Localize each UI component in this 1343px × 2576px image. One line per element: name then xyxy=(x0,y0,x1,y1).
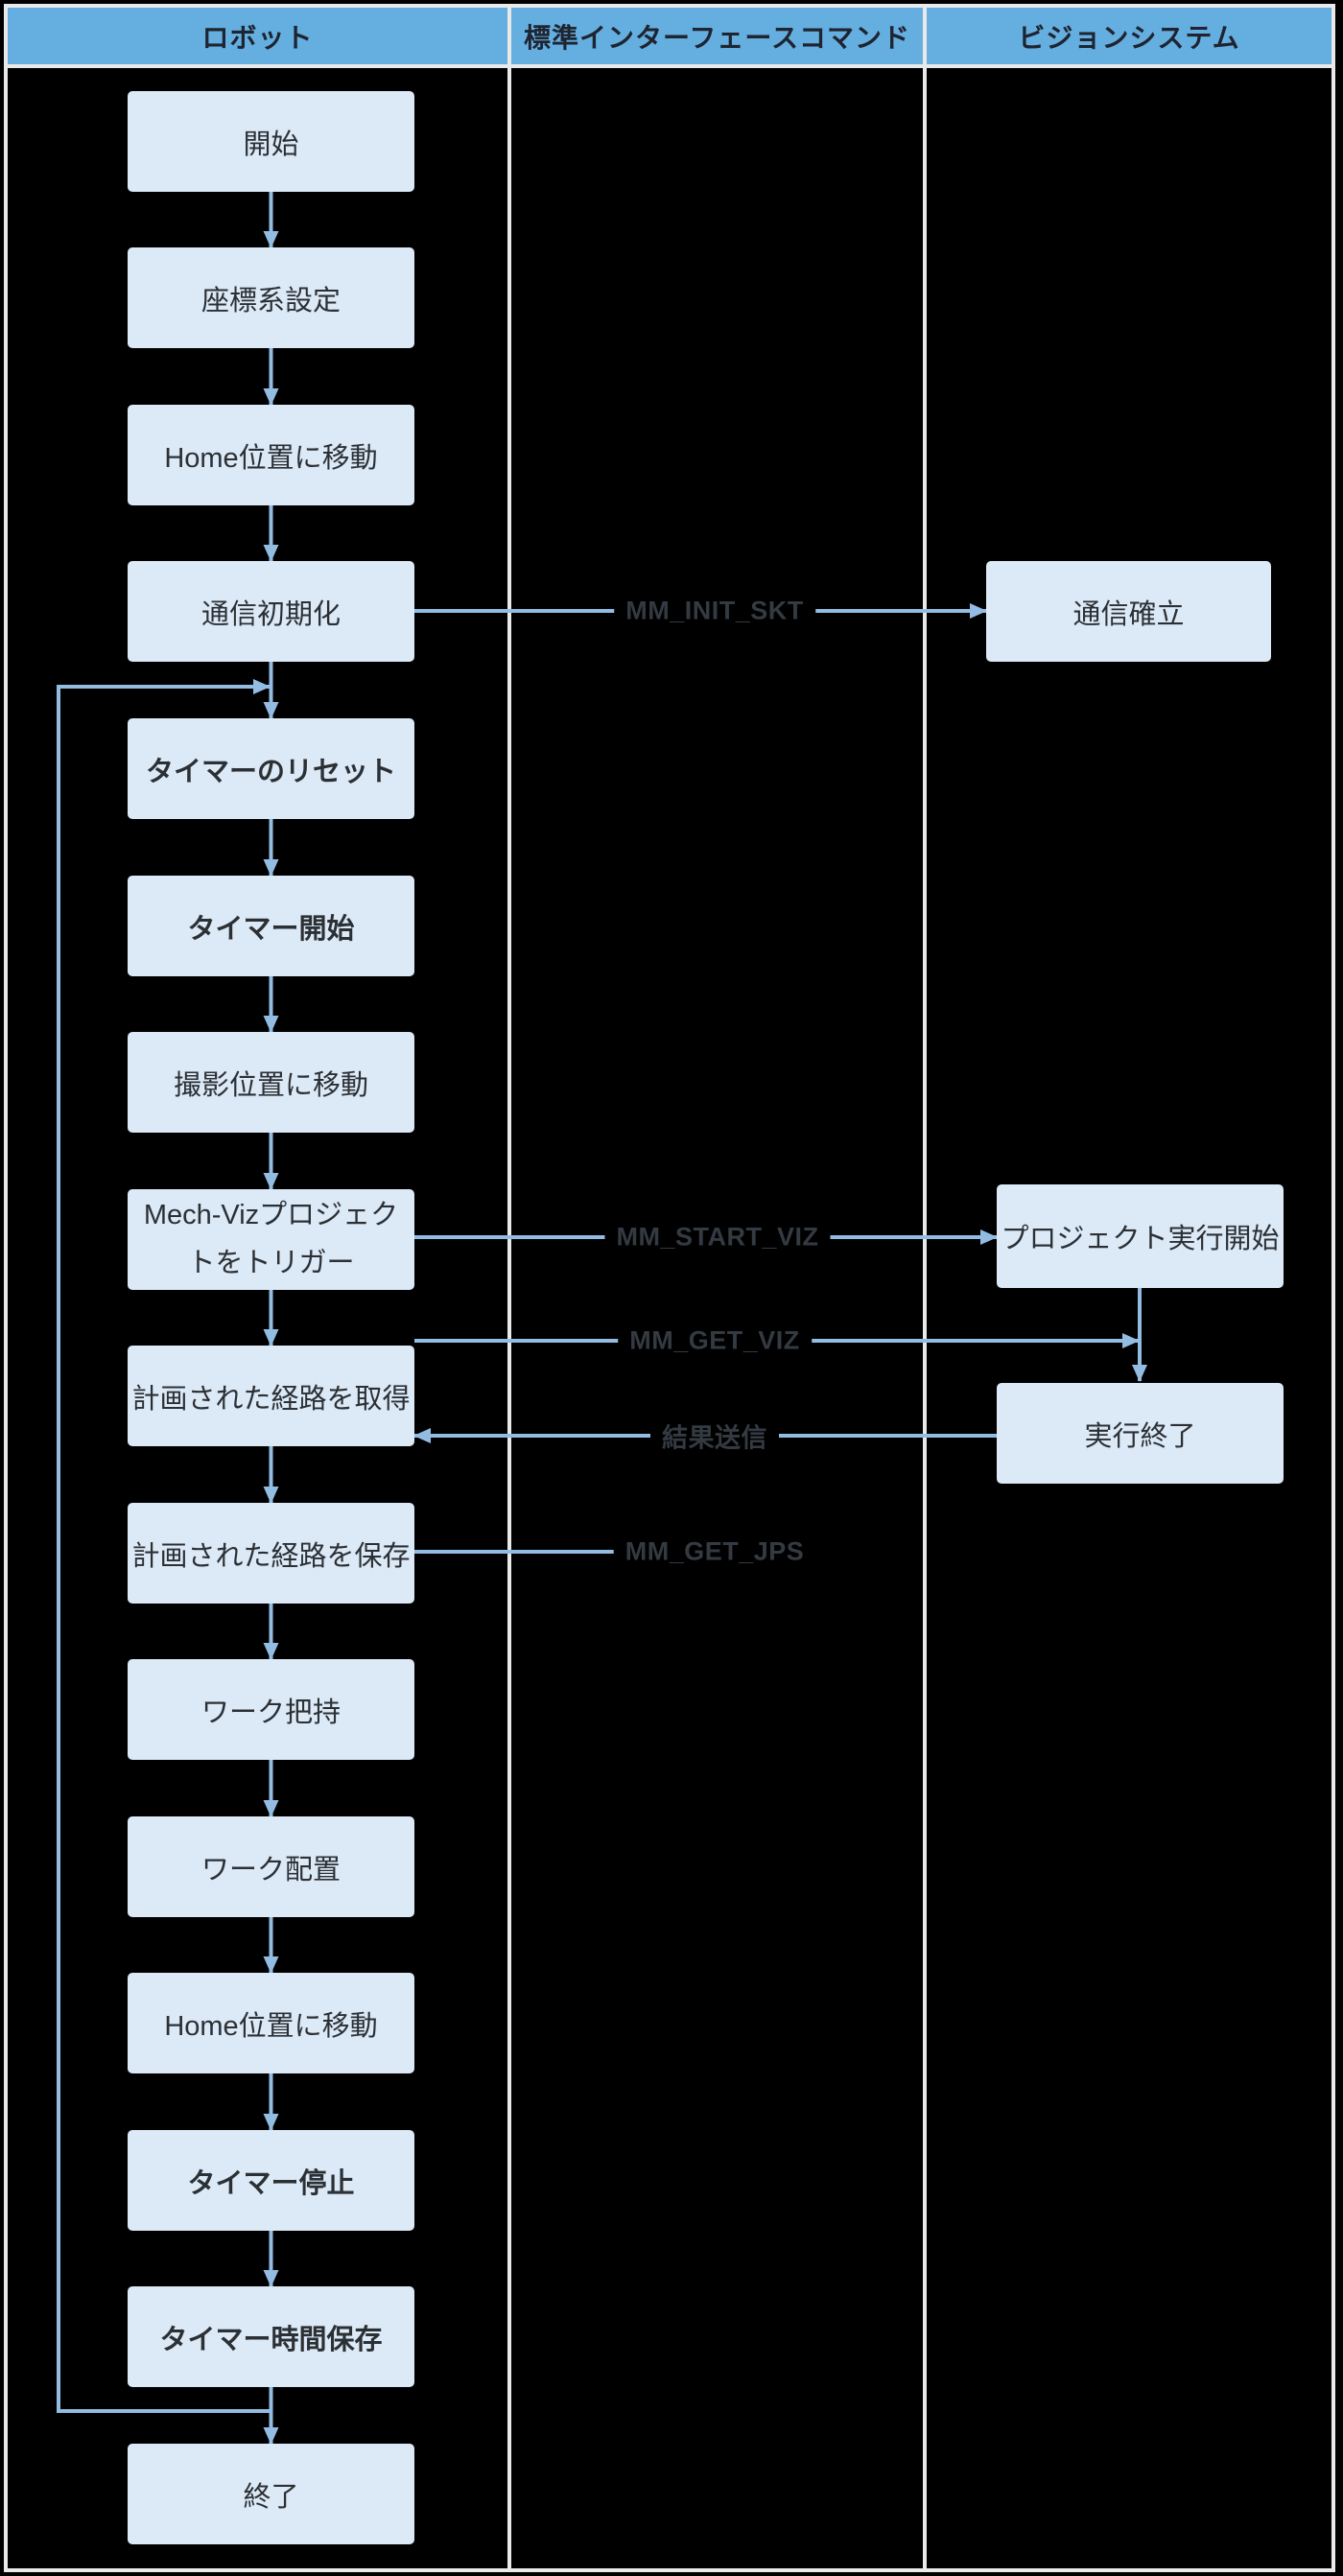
node-timer-reset: タイマーのリセット xyxy=(128,718,414,819)
lane-divider-1 xyxy=(507,8,511,2568)
message-label-mm-get-jps: MM_GET_JPS xyxy=(613,1534,816,1569)
node-comm-init: 通信初期化 xyxy=(128,561,414,662)
message-label-mm-get-viz: MM_GET_VIZ xyxy=(618,1323,812,1358)
node-project-end: 実行終了 xyxy=(997,1383,1284,1484)
header-divider xyxy=(8,64,1331,68)
node-label-end: 終了 xyxy=(243,2481,299,2513)
outer-border xyxy=(4,4,1335,2572)
node-label-start: 開始 xyxy=(243,129,299,160)
node-label-timer-reset: タイマーのリセット xyxy=(145,756,396,787)
node-label-home-1: Home位置に移動 xyxy=(164,442,378,474)
node-project-start: プロジェクト実行開始 xyxy=(997,1184,1284,1288)
node-label-comm-init: 通信初期化 xyxy=(200,598,341,630)
edge-loop-back xyxy=(57,679,271,2413)
node-move-capture: 撮影位置に移動 xyxy=(128,1032,414,1133)
node-label-place-work: ワーク配置 xyxy=(200,1854,341,1885)
node-home-1: Home位置に移動 xyxy=(128,405,414,505)
node-label-timer-start: タイマー開始 xyxy=(187,913,355,945)
node-timer-start: タイマー開始 xyxy=(128,876,414,976)
node-label-move-capture: 撮影位置に移動 xyxy=(173,1069,368,1101)
node-end: 終了 xyxy=(128,2444,414,2544)
node-place-work: ワーク配置 xyxy=(128,1816,414,1917)
node-set-coord: 座標系設定 xyxy=(128,247,414,348)
node-timer-save: タイマー時間保存 xyxy=(128,2286,414,2387)
node-label-timer-save: タイマー時間保存 xyxy=(159,2324,383,2355)
lane-header-commands: 標準インターフェースコマンド xyxy=(511,8,923,64)
node-get-path: 計画された経路を取得 xyxy=(128,1346,414,1446)
node-label-comm-established: 通信確立 xyxy=(1072,598,1185,630)
message-label-result-send: 結果送信 xyxy=(650,1415,779,1457)
node-label-set-coord: 座標系設定 xyxy=(200,285,341,316)
node-timer-stop: タイマー停止 xyxy=(128,2130,414,2231)
node-label-get-path: 計画された経路を取得 xyxy=(131,1383,411,1415)
node-label-grasp-work: ワーク把持 xyxy=(200,1697,341,1728)
node-grasp-work: ワーク把持 xyxy=(128,1659,414,1760)
node-label-project-start: プロジェクト実行開始 xyxy=(1001,1224,1280,1254)
node-label-project-end: 実行終了 xyxy=(1084,1420,1196,1452)
lane-header-robot: ロボット xyxy=(8,8,507,64)
node-comm-established: 通信確立 xyxy=(986,561,1271,662)
node-home-2: Home位置に移動 xyxy=(128,1973,414,2073)
node-label-trigger-viz: Mech-Vizプロジェクトをトリガー xyxy=(143,1199,399,1278)
node-save-path: 計画された経路を保存 xyxy=(128,1503,414,1604)
node-label-timer-stop: タイマー停止 xyxy=(187,2167,355,2199)
message-label-mm-start-viz: MM_START_VIZ xyxy=(604,1220,831,1254)
message-label-mm-init-skt: MM_INIT_SKT xyxy=(614,594,815,628)
node-start: 開始 xyxy=(128,91,414,192)
lane-divider-2 xyxy=(923,8,927,2568)
node-label-home-2: Home位置に移動 xyxy=(164,2010,378,2042)
node-label-save-path: 計画された経路を保存 xyxy=(131,1540,411,1572)
lane-header-vision: ビジョンシステム xyxy=(927,8,1331,64)
node-trigger-viz: Mech-Vizプロジェクトをトリガー xyxy=(128,1189,414,1290)
